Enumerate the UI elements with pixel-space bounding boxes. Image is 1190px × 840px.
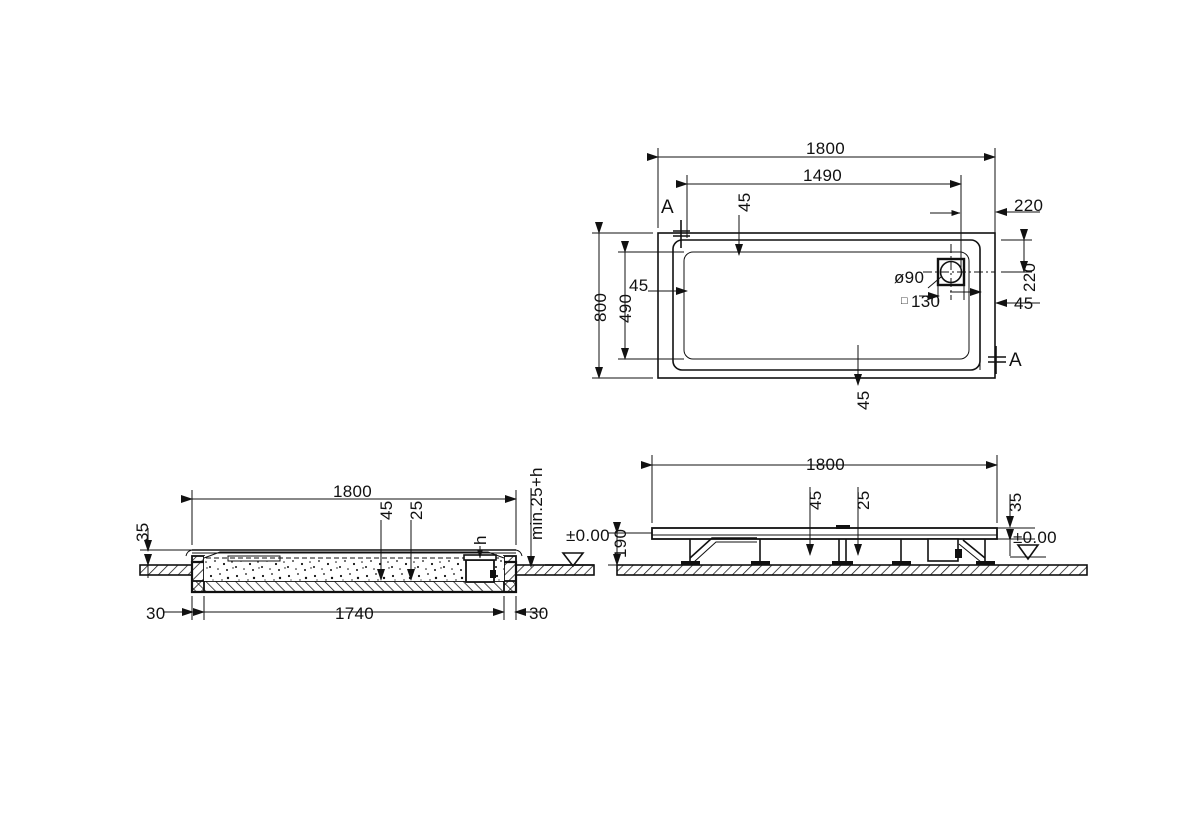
- section-dim-inner-length: 1740: [335, 604, 375, 623]
- elevation-level-zero: ±0.00: [1013, 528, 1057, 547]
- section-level-zero: ±0.00: [566, 526, 610, 545]
- section-dim-edge-left: 30: [146, 604, 166, 623]
- elevation-view-geometry: [608, 455, 1088, 576]
- elevation-dim-total-height: 190: [611, 528, 630, 558]
- plan-dim-edge-left: 45: [629, 276, 649, 295]
- elevation-dim-rib-left: 45: [806, 490, 825, 510]
- section-dim-overall-length: 1800: [333, 482, 373, 501]
- plan-dim-drain-square: 130: [911, 292, 941, 311]
- section-dim-edge-right: 30: [529, 604, 549, 623]
- elevation-dim-overall-length: 1800: [806, 455, 846, 474]
- section-view-geometry: [139, 488, 595, 620]
- plan-dim-overall-width: 800: [591, 292, 610, 322]
- plan-dim-inner-length: 1490: [803, 166, 843, 185]
- square-symbol-icon: □: [901, 295, 908, 307]
- elevation-dim-rib-right: 25: [854, 490, 873, 510]
- section-dim-screed-height: min.25+h: [527, 467, 546, 540]
- plan-dim-overall-length: 1800: [806, 139, 846, 158]
- section-dim-rib-left: 45: [377, 500, 396, 520]
- plan-view-geometry: [592, 148, 1040, 386]
- plan-dim-inner-width: 490: [616, 293, 635, 323]
- plan-dim-edge-top: 45: [735, 192, 754, 212]
- section-marker-a-bottom: A: [1009, 350, 1022, 371]
- section-dim-rib-right: 25: [407, 500, 426, 520]
- plan-dim-edge-bottom: 45: [854, 390, 873, 410]
- section-dim-tray-height: 35: [133, 522, 152, 542]
- plan-dim-drain-offset-right-inner: 45: [1014, 294, 1034, 313]
- elevation-dim-tray-height: 35: [1006, 492, 1025, 512]
- plan-dim-drain-offset-top: 220: [1020, 262, 1039, 292]
- section-dim-drain-height: h: [471, 535, 490, 545]
- plan-dim-drain-diameter: ø90: [894, 268, 925, 287]
- plan-dim-drain-offset-right-outer: 220: [1014, 196, 1044, 215]
- section-marker-a-top: A: [661, 197, 674, 218]
